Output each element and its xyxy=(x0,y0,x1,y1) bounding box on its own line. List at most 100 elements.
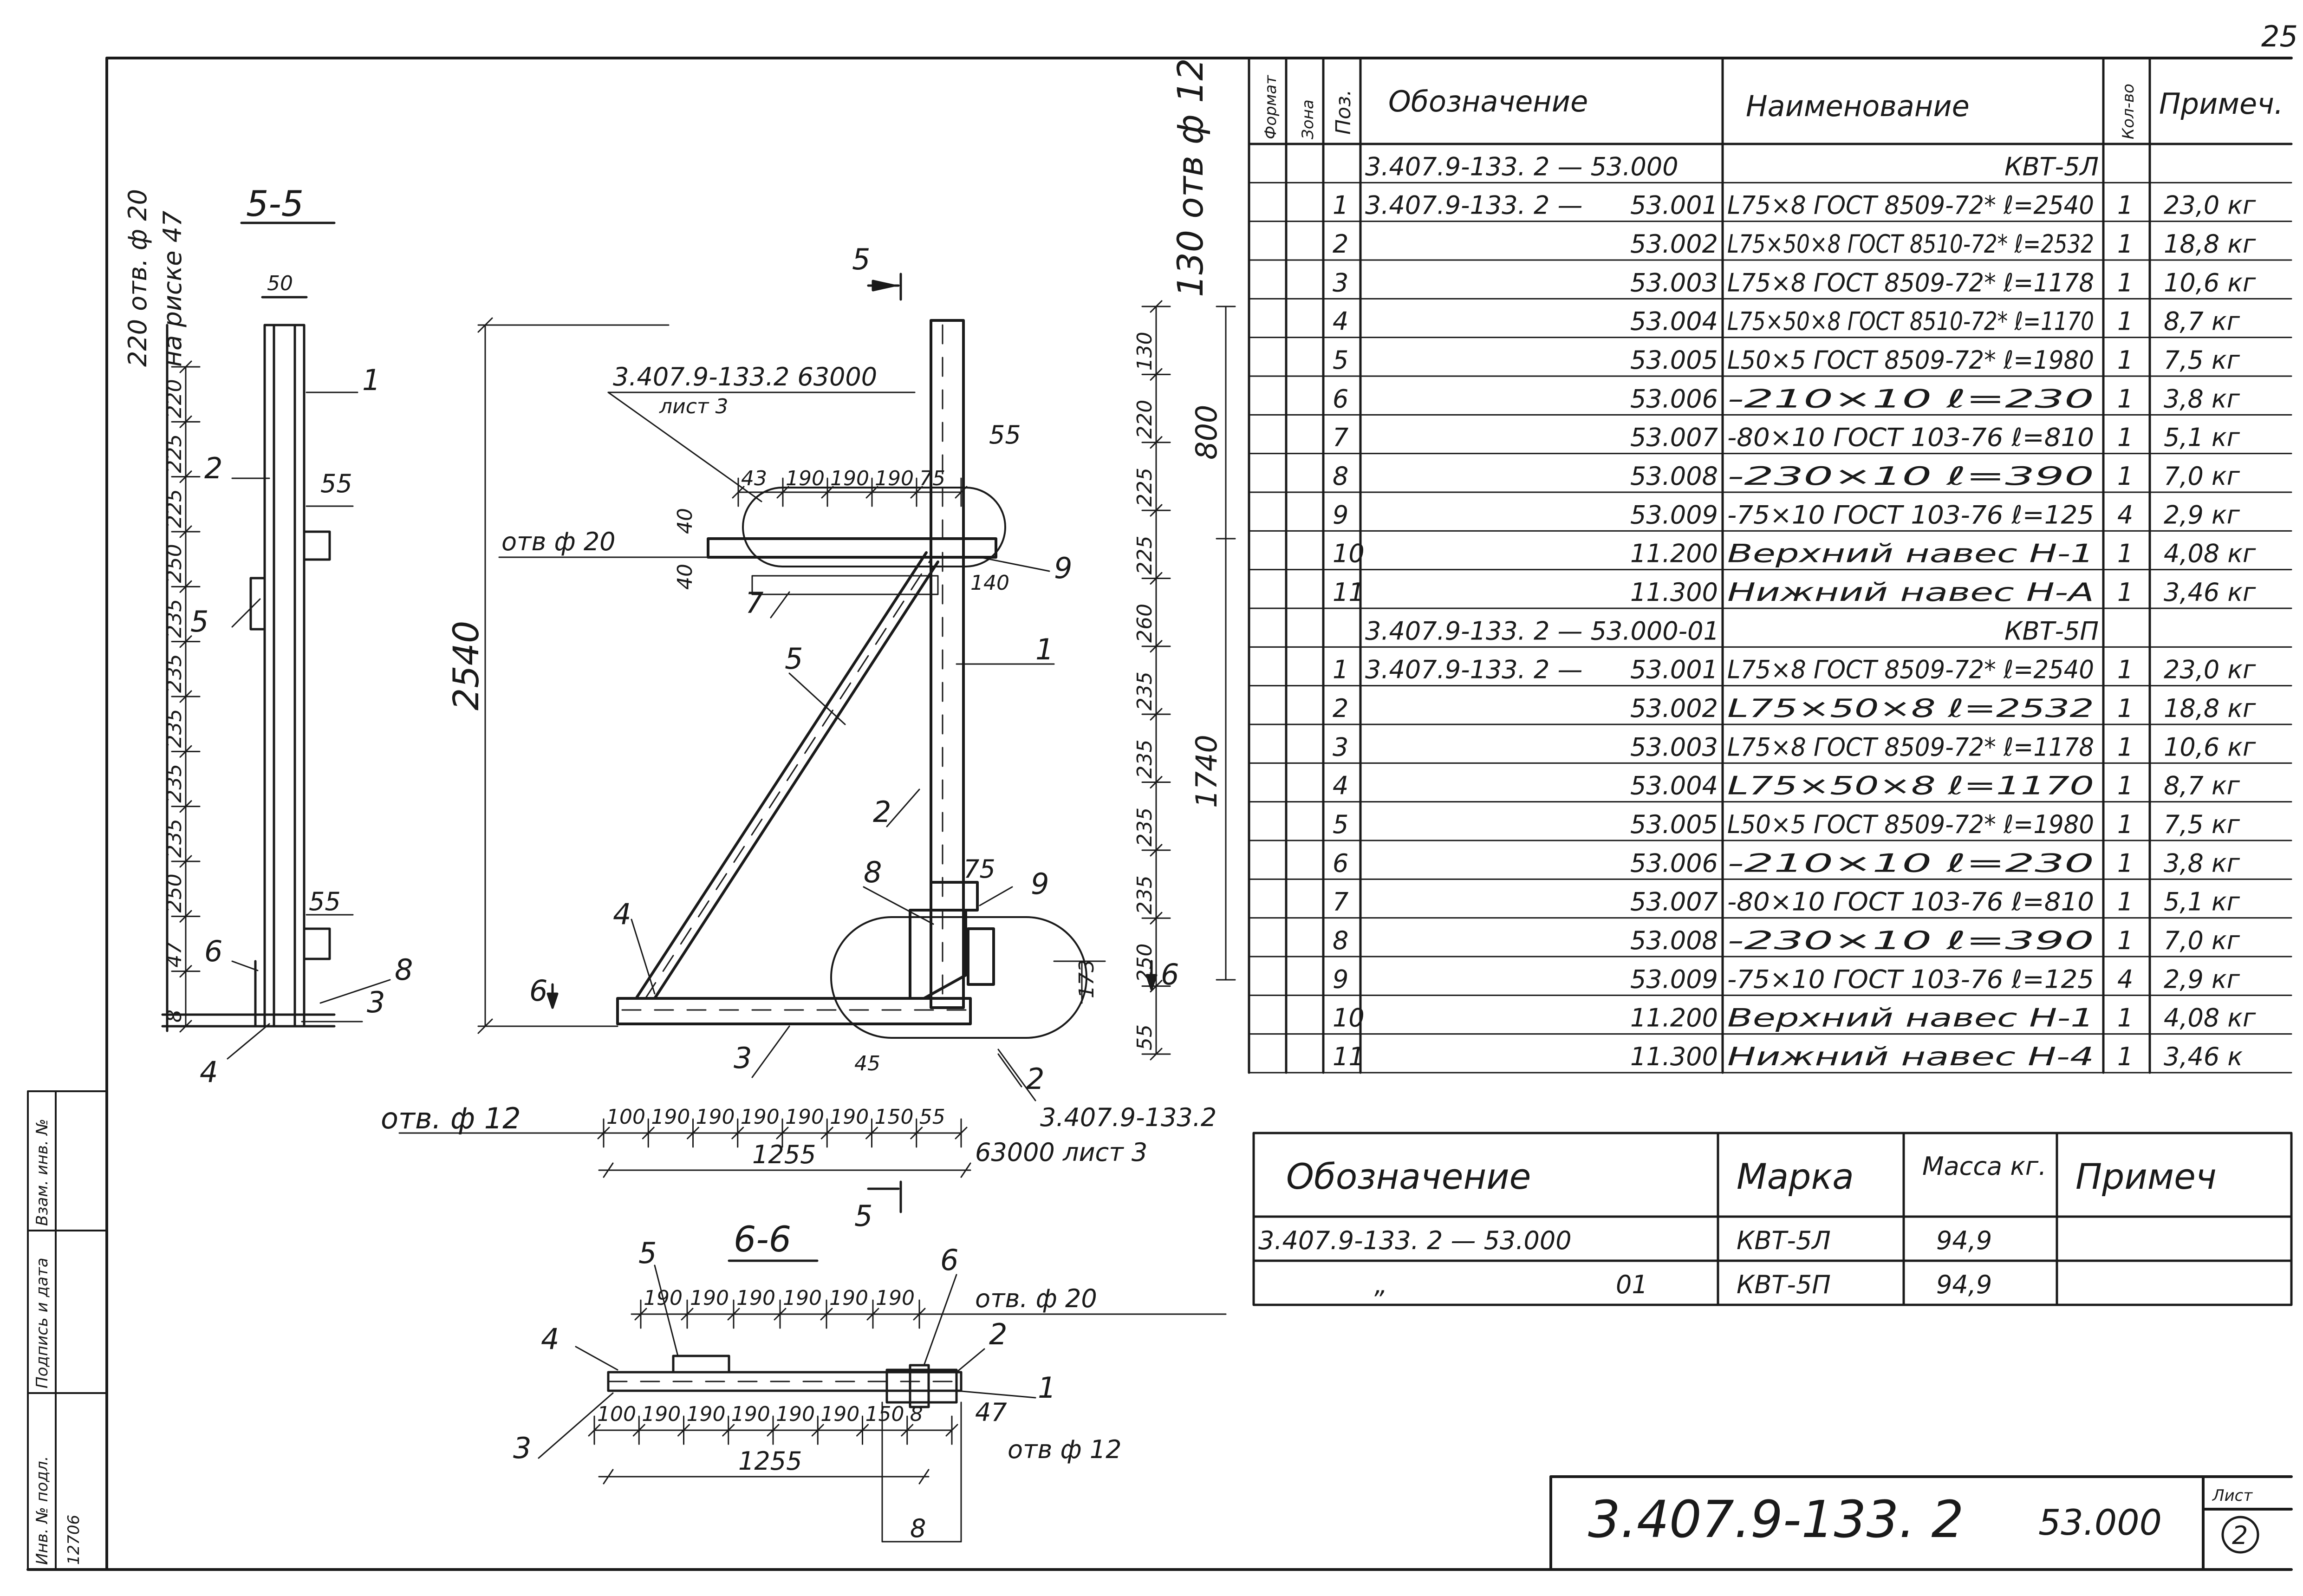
spec-row-qty: 1 xyxy=(2117,887,2133,917)
spec-row-designation-number: 53.006 xyxy=(1630,384,1718,413)
elev-right-dim: 235 xyxy=(1133,671,1157,710)
cut-mark-6-left: 6 xyxy=(529,974,547,1008)
spec-row-qty: 1 xyxy=(2117,578,2133,607)
sec55-pos-55b: 55 xyxy=(309,887,341,916)
spec-row-pos: 9 xyxy=(1333,964,1348,994)
sec55-dim: 47 xyxy=(163,942,186,968)
spec-header-zone: Зона xyxy=(1299,99,1317,139)
spec-row-designation-number: 53.003 xyxy=(1630,268,1718,297)
elev-dim-140: 140 xyxy=(970,571,1009,595)
spec-row-designation-number: 53.004 xyxy=(1630,771,1718,801)
sec66-pos-2: 2 xyxy=(989,1317,1007,1351)
spec-row-qty: 1 xyxy=(2117,462,2133,491)
sec55-dim: 250 xyxy=(163,544,186,583)
spec-row-name: Верхний навес Н-1 xyxy=(1727,539,2094,568)
sec55-pos-1: 1 xyxy=(362,363,380,397)
elev-right-dim: 220 xyxy=(1133,400,1157,439)
elev-dim-55: 55 xyxy=(989,420,1021,449)
spec-row-qty: 4 xyxy=(2117,964,2133,994)
spec-row-name: -210×10 ℓ=230 xyxy=(1727,384,2094,413)
elev-pos-4: 4 xyxy=(613,897,631,931)
elev-pos-7: 7 xyxy=(745,586,763,620)
sec66-top-dim: 190 xyxy=(783,1286,822,1310)
elev-top-dim: 75 xyxy=(919,467,945,490)
elev-bottom-dim: 190 xyxy=(830,1105,869,1129)
spec-row-qty: 1 xyxy=(2117,732,2133,762)
spec-row-designation: 3.407.9-133. 2 — 53.000-01 xyxy=(1365,616,1719,645)
elev-right-dim: 225 xyxy=(1133,535,1157,574)
sec66-top-dim: 190 xyxy=(690,1286,729,1310)
sec66-length-1255: 1255 xyxy=(738,1446,802,1476)
spec-row-name: -75×10 ГОСТ 103-76 ℓ=125 xyxy=(1727,964,2094,994)
spec-row-note: 7,5 кг xyxy=(2164,345,2240,375)
spec-row-note: 4,08 кг xyxy=(2164,539,2256,568)
elev-dim-40b: 40 xyxy=(673,564,697,590)
spec-row-pos: 7 xyxy=(1333,887,1348,917)
spec-row-pos: 10 xyxy=(1333,539,1365,568)
elev-pos-8: 8 xyxy=(864,855,882,889)
spec-row-name: КВТ-5Л xyxy=(2004,152,2099,181)
spec-row-name: Верхний навес Н-1 xyxy=(1727,1003,2094,1033)
mass-header-mark: Марка xyxy=(1737,1156,1854,1197)
spec-row-designation-number: 53.001 xyxy=(1630,655,1718,684)
spec-row-designation-number: 53.009 xyxy=(1630,964,1718,994)
spec-row-designation: 3.407.9-133. 2 — xyxy=(1365,191,1583,220)
sec66-dim-8: 8 xyxy=(910,1514,926,1543)
sec55-dim: 225 xyxy=(163,489,186,528)
spec-row-pos: 3 xyxy=(1333,732,1348,762)
spec-row-name: -80×10 ГОСТ 103-76 ℓ=810 xyxy=(1727,423,2094,452)
elev-bottom-dim: 150 xyxy=(875,1105,914,1129)
sec66-top-dim: 190 xyxy=(876,1286,915,1310)
sec66-pos-6: 6 xyxy=(940,1243,958,1277)
sec55-dim: 220 xyxy=(163,379,186,418)
sec55-pos-4: 4 xyxy=(200,1055,218,1089)
sec55-pos-55: 55 xyxy=(320,469,352,498)
elev-sheet-ref-bot2: 63000 лист 3 xyxy=(975,1138,1147,1167)
mass-header-designation: Обозначение xyxy=(1286,1156,1531,1197)
spec-row-note: 2,9 кг xyxy=(2164,964,2240,994)
stamp-label-inv: Инв. № подл. xyxy=(33,1456,52,1565)
sec55-dim: 225 xyxy=(163,434,186,473)
elev-right-dim: 250 xyxy=(1133,944,1157,983)
spec-header-name: Наименование xyxy=(1746,89,1970,123)
sec55-pos-6: 6 xyxy=(204,934,222,968)
section-6-6-title: 6-6 xyxy=(734,1218,791,1260)
spec-row-pos: 2 xyxy=(1333,229,1348,259)
spec-row-name: Нижний навес Н-А xyxy=(1727,578,2094,607)
spec-row-qty: 1 xyxy=(2117,268,2133,297)
mass-row-2-designation: „ xyxy=(1374,1270,1387,1299)
spec-row-note: 3,8 кг xyxy=(2164,848,2240,878)
elev-pos-3: 3 xyxy=(734,1041,752,1075)
elev-top-dim: 190 xyxy=(875,467,914,490)
mass-row-2-mass: 94,9 xyxy=(1936,1270,1992,1299)
spec-row-name: L75×50×8 ГОСТ 8510-72* ℓ=1170 xyxy=(1727,307,2094,336)
spec-header-designation: Обозначение xyxy=(1388,85,1588,118)
spec-row-name: L75×8 ГОСТ 8509-72* ℓ=1178 xyxy=(1727,732,2094,762)
spec-row-qty: 1 xyxy=(2117,694,2133,723)
spec-row-pos: 7 xyxy=(1333,423,1348,452)
spec-row-name: L75×50×8 ГОСТ 8510-72* ℓ=2532 xyxy=(1727,229,2094,259)
spec-row-note: 7,5 кг xyxy=(2164,810,2240,839)
spec-row-name: -210×10 ℓ=230 xyxy=(1727,848,2094,878)
mass-row-1-mark: КВТ-5Л xyxy=(1737,1226,1831,1255)
section-5-5: 5-5 220 отв. ф 20 на риске 47 50 2202252… xyxy=(123,183,413,1089)
spec-row-designation-number: 53.005 xyxy=(1630,345,1718,375)
elev-dim-45: 45 xyxy=(854,1052,880,1075)
elev-right-dim: 235 xyxy=(1133,875,1157,914)
elev-pos-2: 2 xyxy=(873,795,891,829)
spec-row-qty: 1 xyxy=(2117,1003,2133,1033)
elev-right-dim: 260 xyxy=(1133,604,1157,643)
mass-row-2-mark: КВТ-5П xyxy=(1737,1270,1831,1299)
sec66-bottom-dim: 190 xyxy=(642,1402,681,1426)
spec-row-name: -230×10 ℓ=390 xyxy=(1727,462,2094,491)
cut-mark-5-bottom: 5 xyxy=(854,1199,872,1233)
elev-dim-800: 800 xyxy=(1190,405,1223,460)
spec-row-designation-number: 53.001 xyxy=(1630,191,1718,220)
spec-row-pos: 1 xyxy=(1333,191,1348,220)
spec-row-name: L75×8 ГОСТ 8509-72* ℓ=2540 xyxy=(1727,191,2094,220)
sec66-dim-47: 47 xyxy=(975,1398,1007,1427)
spec-row-pos: 8 xyxy=(1333,926,1348,955)
spec-row-name: L50×5 ГОСТ 8509-72* ℓ=1980 xyxy=(1727,345,2094,375)
side-stamp: Инв. № подл. Подпись и дата Взам. инв. №… xyxy=(27,1090,108,1570)
elev-sheet-ref-bot: 3.407.9-133.2 xyxy=(1040,1103,1217,1132)
